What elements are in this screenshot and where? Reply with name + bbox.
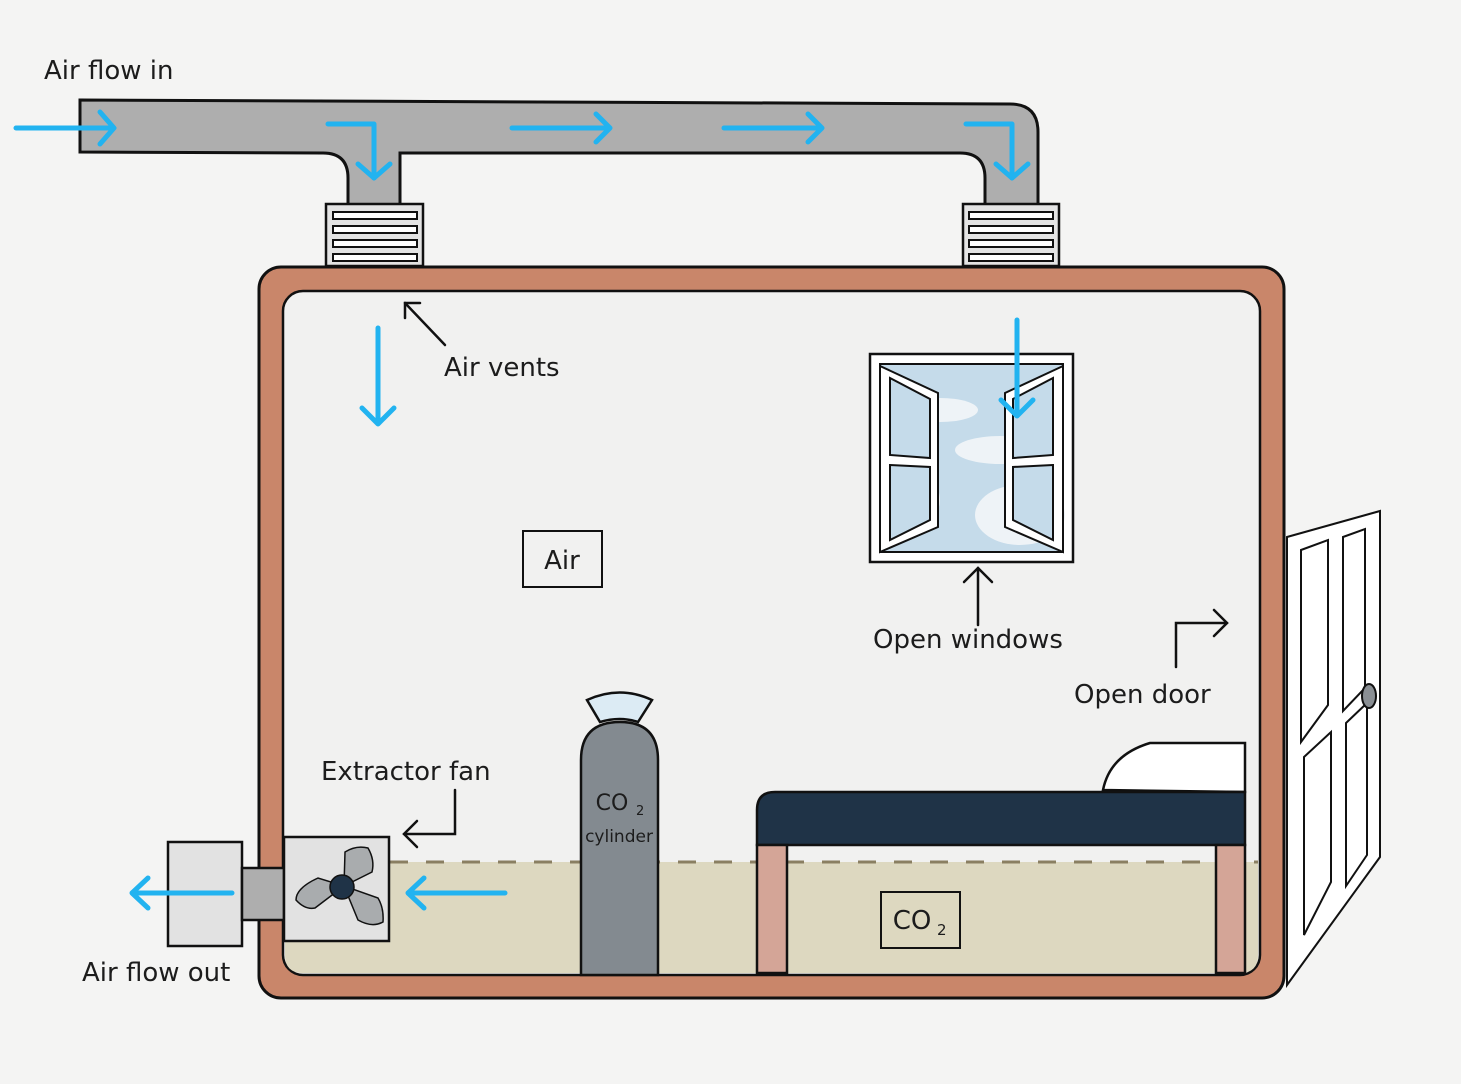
air-flow-in-label: Air flow in [44, 56, 173, 86]
air-label-box: Air [522, 530, 603, 588]
cylinder-co2-subscript: 2 [636, 804, 644, 819]
co2-label: CO [893, 906, 932, 936]
open-windows-pointer-arrow [962, 566, 994, 627]
co2-label-box: CO 2 [880, 891, 961, 949]
co2-cylinder: CO 2 cylinder [579, 691, 660, 977]
air-vent-right [961, 202, 1061, 268]
open-door-label: Open door [1074, 680, 1211, 710]
air-inflow-arrow [13, 109, 117, 147]
cylinder-co2-label: CO [596, 791, 629, 816]
air-vents-pointer-arrow [403, 301, 447, 347]
open-door-pointer-arrow [1174, 608, 1229, 669]
fan-intake-arrow [405, 875, 508, 911]
extractor-fan-label: Extractor fan [321, 757, 491, 787]
duct-flow-arrow-1 [509, 111, 613, 145]
open-door [1286, 509, 1381, 989]
open-window [868, 352, 1075, 564]
duct-turn-arrow-right [963, 121, 1031, 181]
mattress [755, 790, 1247, 847]
duct-turn-arrow-left [325, 121, 393, 181]
extractor-fan [166, 835, 391, 948]
pillow [1101, 741, 1247, 794]
air-label: Air [544, 546, 580, 576]
air-duct [78, 98, 1040, 207]
exhaust-pipe [240, 866, 286, 922]
bed-leg-left [755, 843, 789, 975]
window-down-arrow [998, 317, 1036, 419]
air-flow-out-label: Air flow out [82, 958, 230, 988]
air-outflow-arrow [129, 875, 235, 911]
cylinder-caption: cylinder [585, 827, 653, 847]
vent-down-arrow [359, 325, 397, 427]
open-windows-label: Open windows [873, 625, 1063, 655]
cylinder-valve [585, 691, 654, 724]
door-knob [1361, 683, 1377, 709]
bed-leg-right [1214, 843, 1247, 975]
co2-subscript: 2 [937, 921, 947, 939]
bed [755, 741, 1247, 975]
air-vent-left [324, 202, 425, 268]
extractor-fan-pointer-arrow [402, 788, 457, 849]
duct-flow-arrow-2 [721, 111, 825, 145]
air-vents-label: Air vents [444, 353, 560, 383]
fan-icon [295, 846, 384, 926]
